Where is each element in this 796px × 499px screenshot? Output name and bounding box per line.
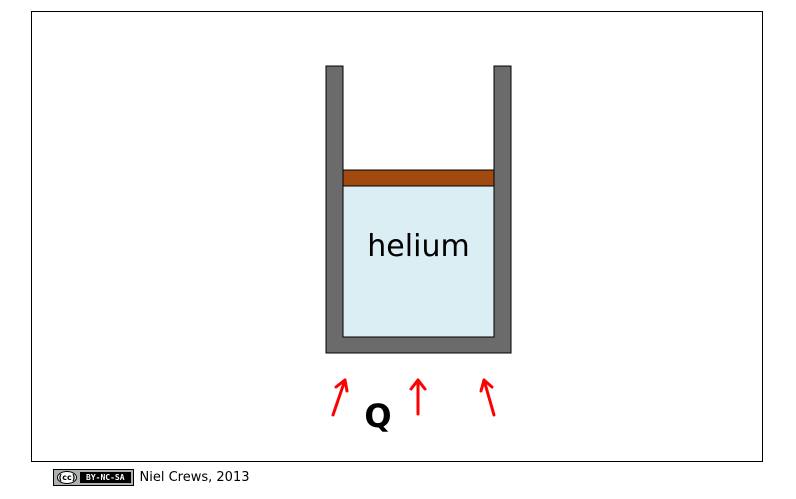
gas-label: helium xyxy=(367,229,470,264)
license-terms: BY-NC-SA xyxy=(80,471,131,483)
piston xyxy=(342,169,495,187)
license-badge[interactable]: (cc) BY-NC-SA xyxy=(53,468,134,486)
heat-arrow-left xyxy=(331,378,347,417)
author-credit: Niel Crews, 2013 xyxy=(139,469,250,485)
heat-arrow-center-head xyxy=(409,378,427,391)
cylinder-container xyxy=(325,65,512,354)
heat-arrow-right xyxy=(482,378,496,417)
license-logo-text: (cc) xyxy=(57,470,77,484)
heat-arrows xyxy=(331,378,496,417)
heat-arrow-right-head xyxy=(479,378,494,393)
credit-line: (cc) BY-NC-SA Niel Crews, 2013 xyxy=(53,467,250,487)
creative-commons-icon: (cc) xyxy=(54,469,80,485)
helium-gas-region xyxy=(342,185,495,338)
heat-arrow-left-head xyxy=(334,378,349,393)
heat-label: Q xyxy=(364,397,392,435)
